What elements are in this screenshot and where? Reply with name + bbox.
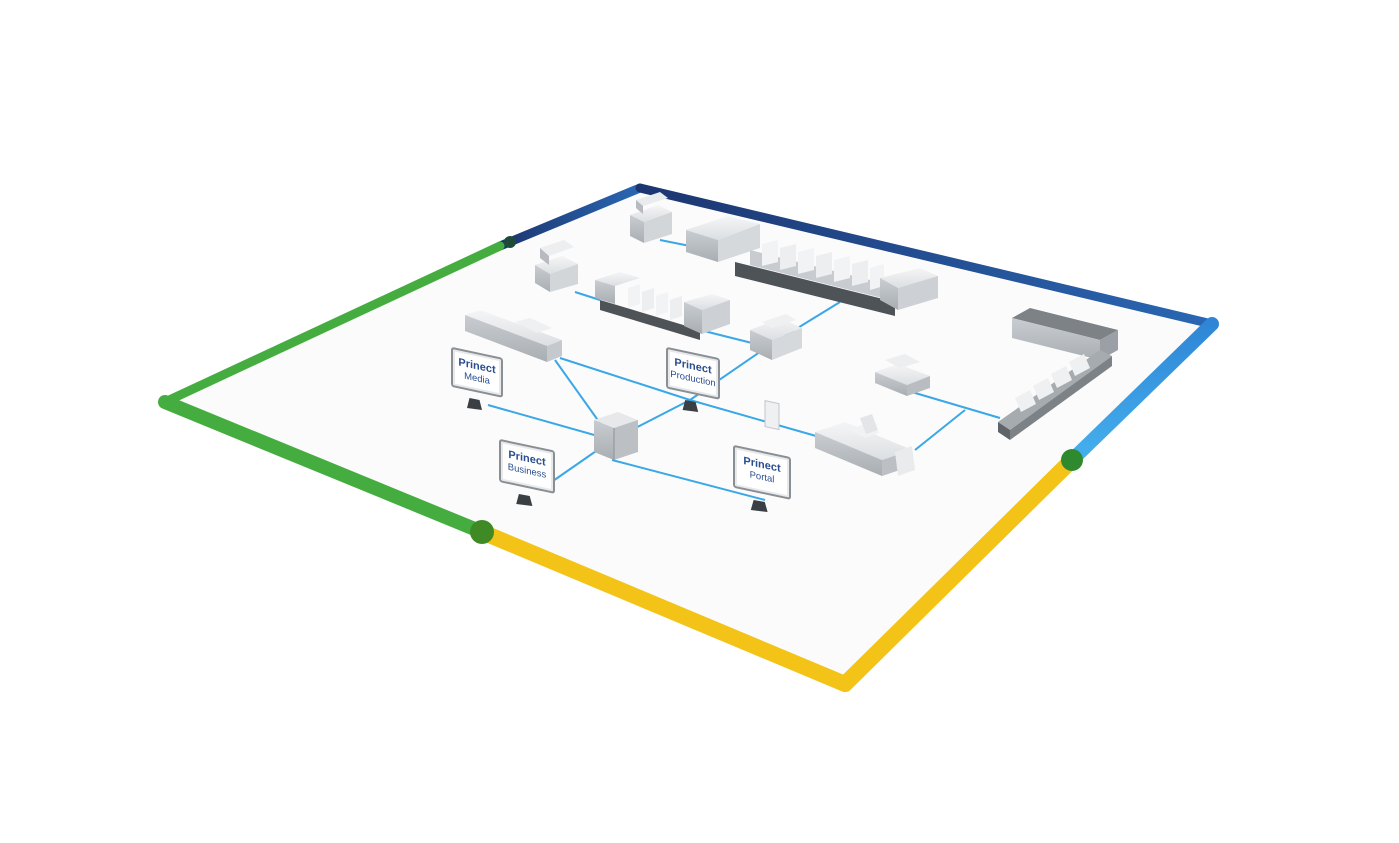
large-press (686, 216, 938, 431)
floor-plane (165, 188, 1212, 684)
folder-icon (750, 314, 802, 360)
frame-bottom-right-segment (837, 452, 1080, 692)
server-icon (594, 412, 638, 460)
monitor-stand (467, 398, 482, 410)
frame-right-segment (1065, 317, 1219, 467)
platesetter-left (535, 240, 578, 292)
monitor-stand (516, 494, 533, 506)
workflow-frame (158, 183, 1219, 692)
folder-unit (750, 314, 802, 360)
monitor-subtitle: Portal (750, 469, 775, 485)
stitcher-icon (815, 414, 915, 476)
platesetter-icon (535, 240, 578, 292)
frame-joint-right (1061, 449, 1083, 471)
medium-press (595, 272, 730, 340)
press-icon (686, 216, 938, 431)
press-icon (595, 272, 730, 340)
monitor-screen (455, 351, 499, 393)
proof-printer (465, 310, 562, 362)
binder-icon (998, 308, 1118, 440)
printer-icon (465, 310, 562, 362)
frame-upper-left-segment (160, 241, 505, 407)
frame-bottom-left-segment (474, 524, 853, 692)
monitor-stand (682, 400, 699, 412)
monitor-screen (503, 443, 551, 490)
monitor-stand (750, 500, 768, 512)
cutter (875, 354, 930, 396)
binder (998, 308, 1118, 440)
monitor-screen (737, 449, 787, 496)
frame-top-segment (635, 183, 1217, 329)
platesetter-icon (630, 192, 672, 243)
frame-top-left-segment (495, 183, 645, 251)
press-unit (764, 399, 780, 431)
cutter-icon (875, 354, 930, 396)
monitor-screen (670, 351, 716, 396)
stitcher (815, 414, 915, 476)
server (594, 412, 638, 460)
frame-joint-top (504, 236, 516, 248)
frame-left-segment (158, 395, 489, 539)
platesetter-top (630, 192, 672, 243)
frame-joint-bottom (470, 520, 494, 544)
